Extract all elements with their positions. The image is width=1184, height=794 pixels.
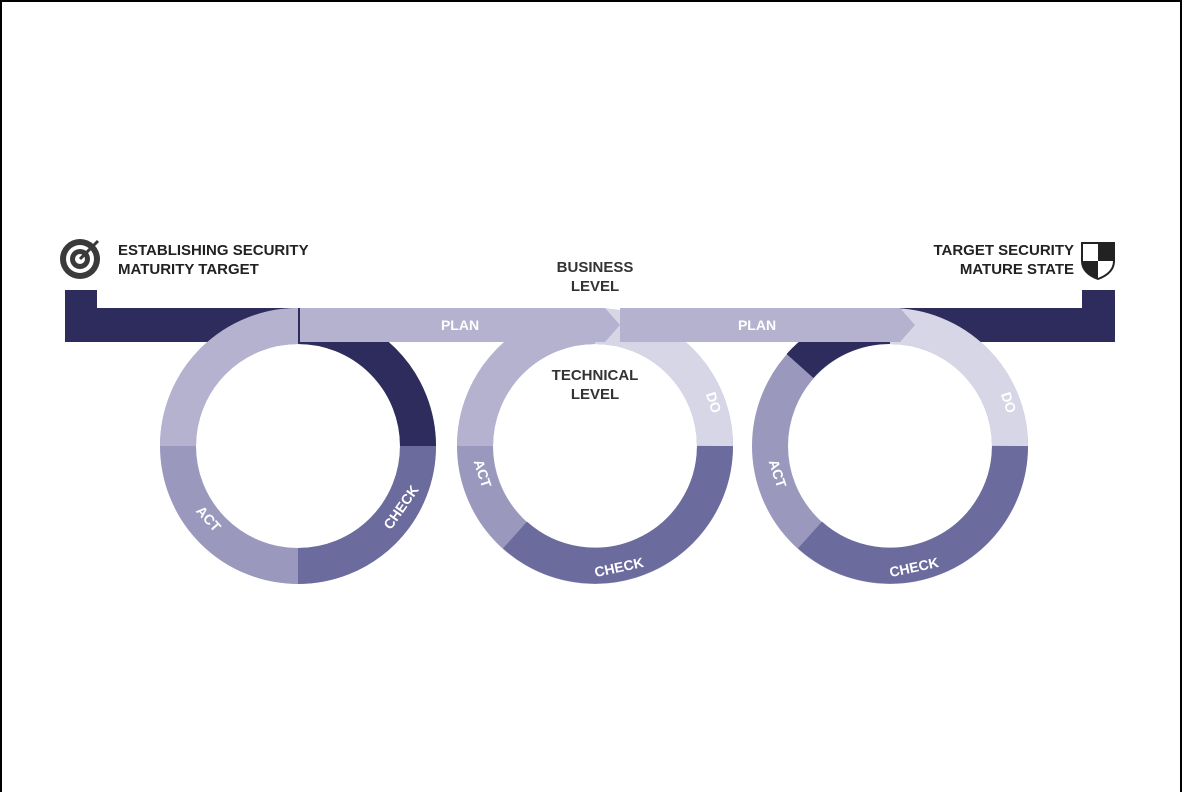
shield-icon [1081,242,1115,281]
loop-2 [457,308,733,584]
end-post [1082,290,1115,342]
start-label-line2: MATURITY TARGET [118,261,259,278]
loop-1-check-arc [297,445,436,584]
loop-1-entry-arc [297,308,436,447]
loop-1-act-arc [160,308,299,447]
business-level-line2: LEVEL [571,278,619,295]
technical-level-line2: LEVEL [571,386,619,403]
plan-label-2: PLAN [738,317,776,333]
loop-1 [160,308,436,584]
start-label-line1: ESTABLISHING SECURITY [118,242,309,259]
plan-arrow-1 [300,308,620,342]
loop-2-check-arc [503,445,733,584]
end-label-line2: MATURE STATE [960,261,1074,278]
loop-3 [752,307,1028,584]
target-icon [60,239,100,279]
business-level-line1: BUSINESS [557,259,634,276]
loop-2-do-label: DO [703,390,725,415]
plan-arrow-2 [620,308,915,342]
loop-3-check-arc [798,445,1028,584]
end-label-line1: TARGET SECURITY [933,242,1074,259]
plan-label-1: PLAN [441,317,479,333]
loop-3-do-arc [889,308,1028,447]
technical-level-line1: TECHNICAL [552,367,639,384]
plan-arrows [300,308,915,342]
loop-3-do-label: DO [998,390,1020,415]
